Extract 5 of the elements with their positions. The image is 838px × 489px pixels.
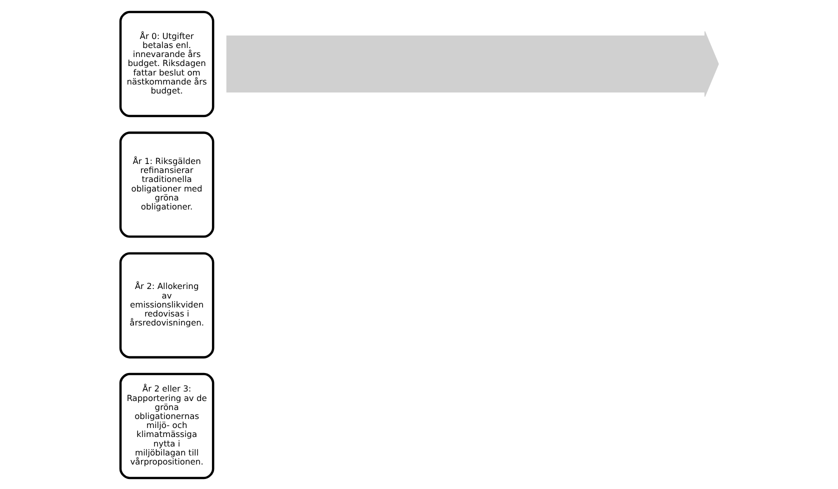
- node-arrow: [226, 30, 718, 97]
- node-box: År 2: Allokering av emissionslikviden redovisas i årsredovisningen.: [118, 252, 214, 358]
- node-box: År 2 eller 3: Rapportering av de gröna obligationernas miljö- och klimatmässiga nytta i miljöbilagan till vårpropositionen.: [118, 372, 214, 479]
- node-box: År 1: Riksgälden refinansierar traditionella obligationer med gröna obligationer.: [118, 131, 214, 238]
- node-box: År 0: Utgifter betalas enl. innevarande års budget. Riksdagen fattar beslut om nästkommande års budget.: [118, 10, 214, 117]
